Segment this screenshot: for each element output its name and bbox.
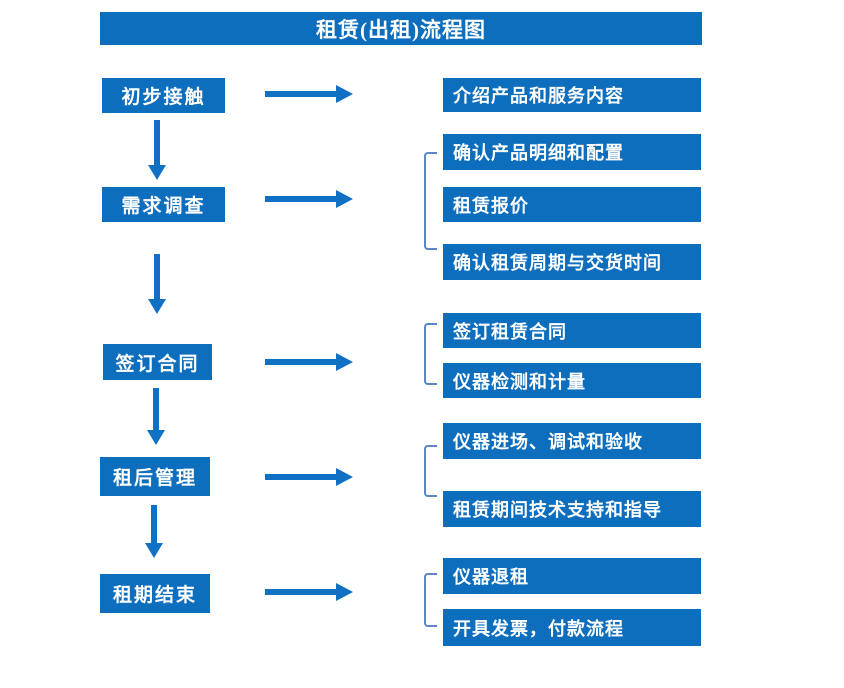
arrow-head [336, 85, 353, 103]
arrow-shaft [154, 120, 160, 166]
arrow-shaft [265, 359, 337, 365]
step-initial-contact: 初步接触 [102, 78, 225, 113]
step-sign-contract: 签订合同 [103, 344, 212, 380]
step-demand-survey: 需求调查 [102, 187, 225, 222]
arrow-shaft [151, 505, 157, 544]
arrow-shaft [153, 388, 159, 431]
arrow-right-icon [265, 582, 353, 602]
step-post-rental-management: 租后管理 [100, 457, 210, 496]
detail-sign-rental-contract: 签订租赁合同 [443, 313, 701, 348]
arrow-head [147, 430, 165, 445]
detail-instrument-inspection-metering: 仪器检测和计量 [443, 363, 701, 398]
group-bracket [424, 573, 437, 627]
arrow-shaft [265, 196, 337, 202]
arrow-shaft [154, 254, 160, 300]
arrow-down-icon [144, 505, 164, 558]
detail-instrument-entry-debug-acceptance: 仪器进场、调试和验收 [443, 423, 701, 459]
arrow-head [148, 165, 166, 180]
arrow-head [145, 543, 163, 558]
group-bracket [424, 323, 437, 385]
arrow-right-icon [265, 352, 353, 372]
arrow-head [336, 468, 353, 486]
arrow-shaft [265, 91, 337, 97]
arrow-down-icon [146, 388, 166, 445]
detail-confirm-rental-period-delivery: 确认租赁周期与交货时间 [443, 244, 701, 280]
step-rental-end: 租期结束 [100, 574, 210, 613]
detail-rental-quotation: 租赁报价 [443, 187, 701, 222]
arrow-right-icon [265, 84, 353, 104]
group-bracket [424, 445, 437, 497]
arrow-shaft [265, 589, 337, 595]
arrow-right-icon [265, 189, 353, 209]
arrow-head [336, 353, 353, 371]
detail-tech-support-during-rental: 租赁期间技术支持和指导 [443, 491, 701, 527]
arrow-head [336, 583, 353, 601]
detail-introduce-products-services: 介绍产品和服务内容 [443, 78, 701, 112]
arrow-down-icon [147, 120, 167, 180]
arrow-down-icon [147, 254, 167, 314]
detail-invoice-payment-process: 开具发票，付款流程 [443, 609, 701, 646]
detail-confirm-product-config: 确认产品明细和配置 [443, 134, 701, 170]
group-bracket [424, 152, 437, 250]
page-title: 租赁(出租)流程图 [100, 12, 702, 45]
arrow-shaft [265, 474, 337, 480]
arrow-head [336, 190, 353, 208]
arrow-head [148, 299, 166, 314]
detail-instrument-return: 仪器退租 [443, 558, 701, 594]
arrow-right-icon [265, 467, 353, 487]
